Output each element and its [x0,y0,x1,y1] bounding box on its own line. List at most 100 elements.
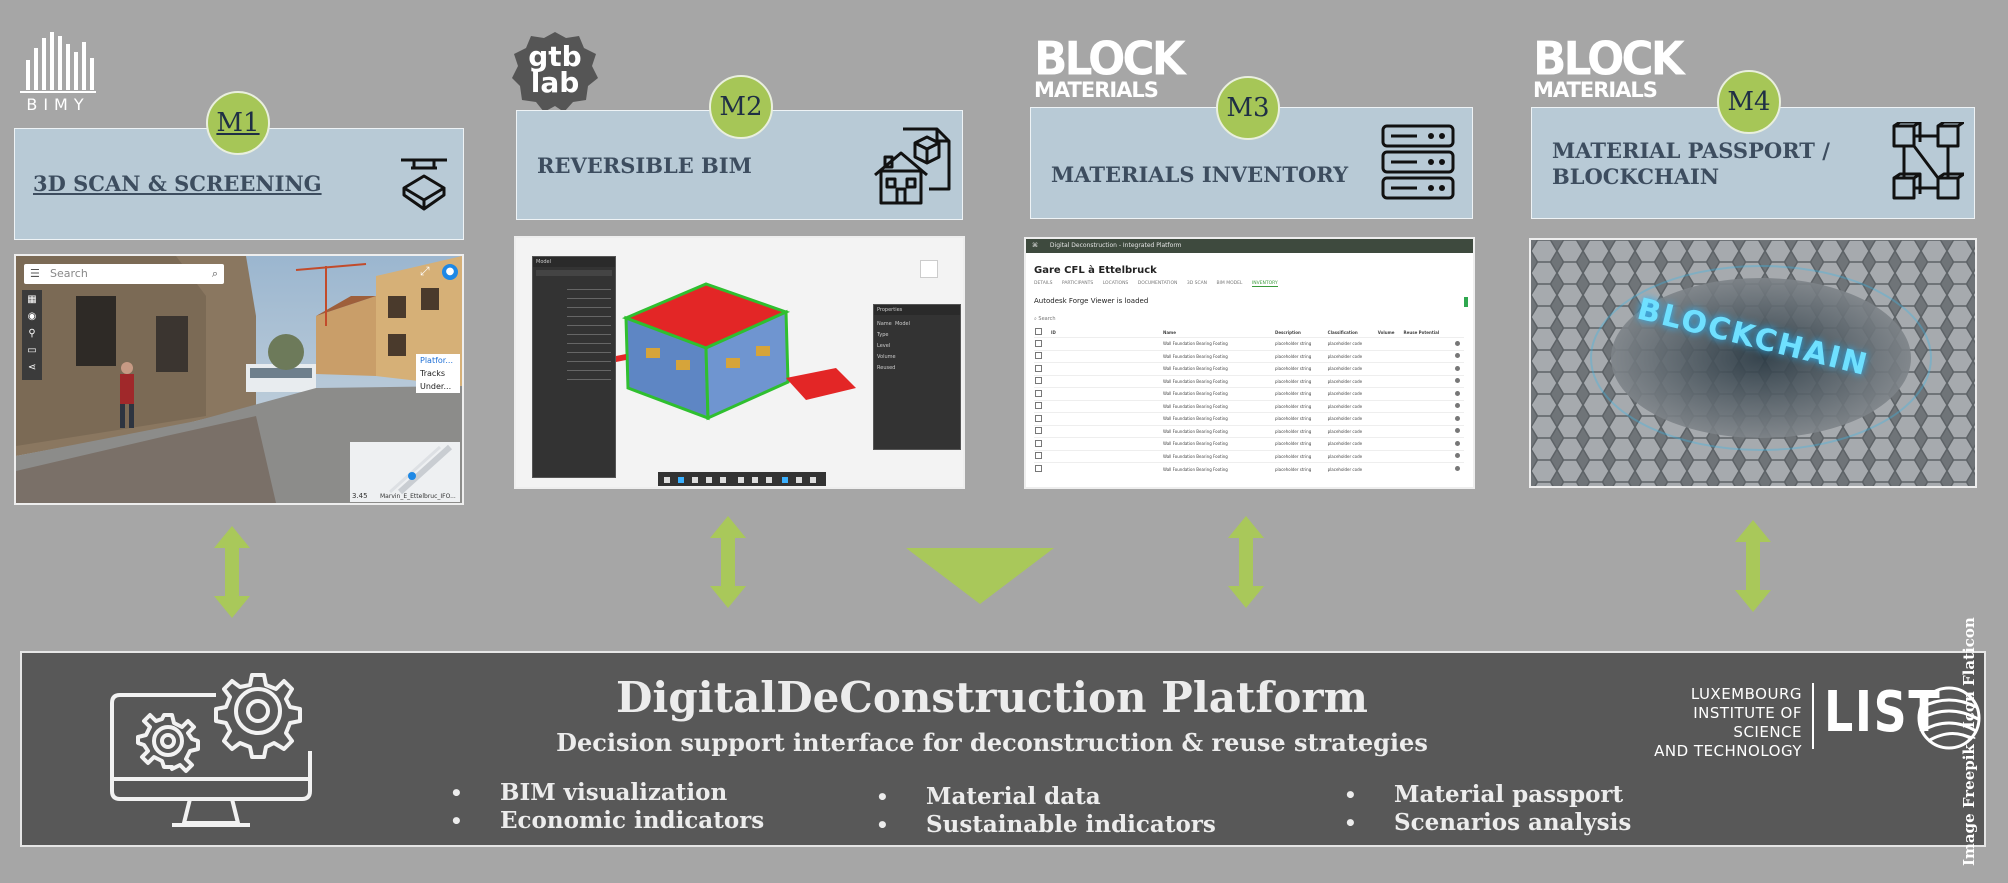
col-name[interactable]: Name [1163,329,1176,335]
row-checkbox[interactable] [1035,439,1042,447]
app-header: ⌘ Digital Deconstruction - Integrated Pl… [1026,239,1473,253]
bim-3d-model[interactable] [616,268,876,448]
tab-participants[interactable]: PARTICIPANTS [1061,281,1094,286]
row-action-icon[interactable] [1455,353,1461,359]
block-logo-line2: MATERIALS [1533,78,1658,102]
search-icon: ⌕ [1034,316,1039,322]
prop-row: Name Model [877,321,910,327]
row-checkbox[interactable] [1035,414,1042,422]
row-action-icon[interactable] [1455,340,1461,346]
search-icon[interactable]: ⌕ [211,267,218,280]
module-title-m1[interactable]: 3D SCAN & SCREENING [33,171,322,196]
minimap[interactable]: 3.45 Marvin_E_Ettelbruc_IFO... [350,442,460,502]
panel-bim-viewer[interactable]: Model Properties Name M [514,236,965,489]
col-description[interactable]: Description [1275,329,1301,335]
tab-3d-scan[interactable]: 3D SCAN [1186,281,1208,286]
row-checkbox[interactable] [1035,402,1042,410]
prop-row: Type [877,332,889,338]
menu-item-under[interactable]: Under... [420,382,452,391]
badge-m4-label: M4 [1727,87,1771,117]
row-checkbox[interactable] [1035,352,1042,360]
badge-m1[interactable]: M1 [206,91,270,155]
ruler-icon[interactable]: ▭ [27,345,37,356]
street-search-input[interactable]: Search [50,267,88,280]
eye-icon[interactable]: ◉ [27,311,37,322]
list-divider [1812,683,1814,749]
prop-row: Reused [877,365,896,371]
fullscreen-icon[interactable]: ⤢ [420,264,430,278]
tab-documentation[interactable]: DOCUMENTATION [1137,281,1178,286]
row-action-icon[interactable] [1455,415,1461,421]
scanner-icon [401,158,447,211]
badge-m4: M4 [1717,70,1781,134]
row-checkbox[interactable] [1035,389,1042,397]
col-id[interactable]: ID [1051,329,1056,335]
col-volume[interactable]: Volume [1377,329,1395,335]
inventory-search[interactable]: ⌕ Search [1034,316,1056,322]
avatar[interactable]: ● [442,264,458,280]
tab-details[interactable]: DETAILS [1034,281,1053,286]
bullet-column-2: Material data Sustainable indicators [876,783,1216,839]
panel-3d-scan[interactable]: ☰ Search ⌕ ▦ ◉ ⚲ ▭ ⋖ ● ⤢ Platfor... Trac… [14,254,464,505]
row-action-icon[interactable] [1455,440,1461,446]
row-checkbox[interactable] [1035,427,1042,435]
select-all-checkbox[interactable] [1035,328,1042,335]
panel-inventory[interactable]: ⌘ Digital Deconstruction - Integrated Pl… [1024,237,1475,489]
layers-icon[interactable]: ▦ [27,294,37,305]
tab-bim-model[interactable]: BIM MODEL [1216,281,1243,286]
properties-title: Properties [874,305,960,315]
properties-panel[interactable]: Properties Name Model Type Level Volume … [873,304,961,450]
model-tree-search[interactable] [536,270,612,276]
down-triangle-arrow-icon [906,548,1054,604]
app-logo-icon: ⌘ [1032,242,1038,249]
bim-toolbar[interactable] [658,472,826,486]
tab-locations[interactable]: LOCATIONS [1102,281,1129,286]
badge-m3-label: M3 [1226,93,1270,123]
platform-subtitle: Decision support interface for deconstru… [556,728,1428,757]
row-action-icon[interactable] [1455,390,1461,396]
row-action-icon[interactable] [1455,466,1461,471]
pin-icon[interactable]: ⚲ [28,328,36,339]
block-logo-line1: BLOCK [1533,32,1685,87]
row-action-icon[interactable] [1455,403,1461,409]
col-classification[interactable]: Classification [1327,329,1358,335]
row-checkbox[interactable] [1035,339,1042,347]
row-action-icon[interactable] [1455,378,1461,384]
row-checkbox[interactable] [1035,377,1042,385]
menu-item-tracks[interactable]: Tracks [420,369,446,378]
view-cube-icon[interactable] [920,260,938,278]
row-action-icon[interactable] [1455,428,1461,434]
row-checkbox[interactable] [1035,364,1042,372]
model-tree-title: Model [533,257,615,267]
module-title-m4: MATERIAL PASSPORT / BLOCKCHAIN [1552,138,1830,190]
tab-inventory[interactable]: INVENTORY [1251,281,1278,287]
row-action-icon[interactable] [1455,453,1461,459]
row-checkbox[interactable] [1035,452,1042,460]
street-toolbar: ▦ ◉ ⚲ ▭ ⋖ [22,290,42,380]
col-reuse[interactable]: Reuse Potential [1403,329,1440,335]
row-checkbox[interactable] [1035,465,1042,472]
badge-m2-label: M2 [719,92,763,122]
street-search-bar[interactable]: ☰ Search ⌕ [24,264,224,284]
viewer-status: Autodesk Forge Viewer is loaded [1034,297,1149,305]
row-action-icon[interactable] [1455,365,1461,371]
block-logo-line1: BLOCK [1034,32,1186,87]
block-logo-line2: MATERIALS [1034,78,1159,102]
share-icon[interactable]: ⋖ [27,362,37,373]
model-tree-panel[interactable]: Model [532,256,616,478]
menu-item-platform[interactable]: Platfor... [420,356,453,365]
app-title: Digital Deconstruction - Integrated Plat… [1049,242,1182,249]
menu-icon[interactable]: ☰ [30,267,40,280]
